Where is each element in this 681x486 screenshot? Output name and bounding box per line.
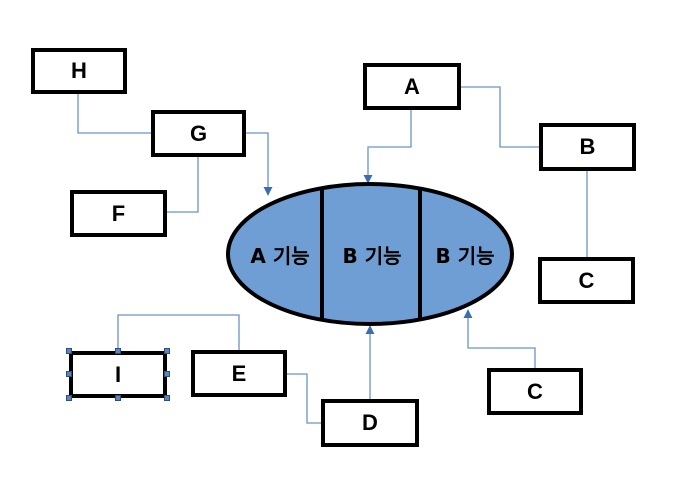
box-c-right[interactable]: C: [538, 257, 635, 304]
selection-handle-middle-right[interactable]: [164, 371, 170, 377]
function-ellipse: [226, 182, 514, 326]
selection-handle-middle-left[interactable]: [66, 371, 72, 377]
connector-a-b: [461, 86, 539, 148]
box-g[interactable]: G: [151, 110, 246, 157]
selection-handle-bottom-center[interactable]: [115, 395, 121, 401]
segment-label-3: B 기능: [435, 243, 495, 268]
selection-handle-top-right[interactable]: [164, 348, 170, 354]
segment-label-2: B 기능: [342, 243, 402, 268]
box-c-bottom[interactable]: C: [487, 368, 583, 415]
connector-a-ellipse: [363, 110, 412, 184]
box-d[interactable]: D: [321, 399, 419, 447]
box-b[interactable]: B: [539, 123, 636, 171]
connector-e-d: [286, 373, 322, 424]
box-h[interactable]: H: [31, 48, 127, 94]
selection-handle-bottom-left[interactable]: [66, 395, 72, 401]
box-f[interactable]: F: [70, 190, 167, 237]
selection-handle-top-left[interactable]: [66, 348, 72, 354]
segment-label-1: A 기능: [250, 243, 310, 268]
connector-c-ellipse: [463, 309, 536, 369]
box-a[interactable]: A: [363, 63, 461, 110]
box-e[interactable]: E: [191, 350, 287, 397]
connector-h-g: [77, 92, 151, 134]
connector-i-e: [117, 314, 240, 351]
connector-g-f: [166, 156, 199, 213]
connectors: [77, 86, 588, 424]
box-i[interactable]: I: [69, 351, 167, 398]
selection-handle-top-center[interactable]: [115, 348, 121, 354]
selection-handle-bottom-right[interactable]: [164, 395, 170, 401]
connector-g-ellipse: [245, 132, 273, 196]
